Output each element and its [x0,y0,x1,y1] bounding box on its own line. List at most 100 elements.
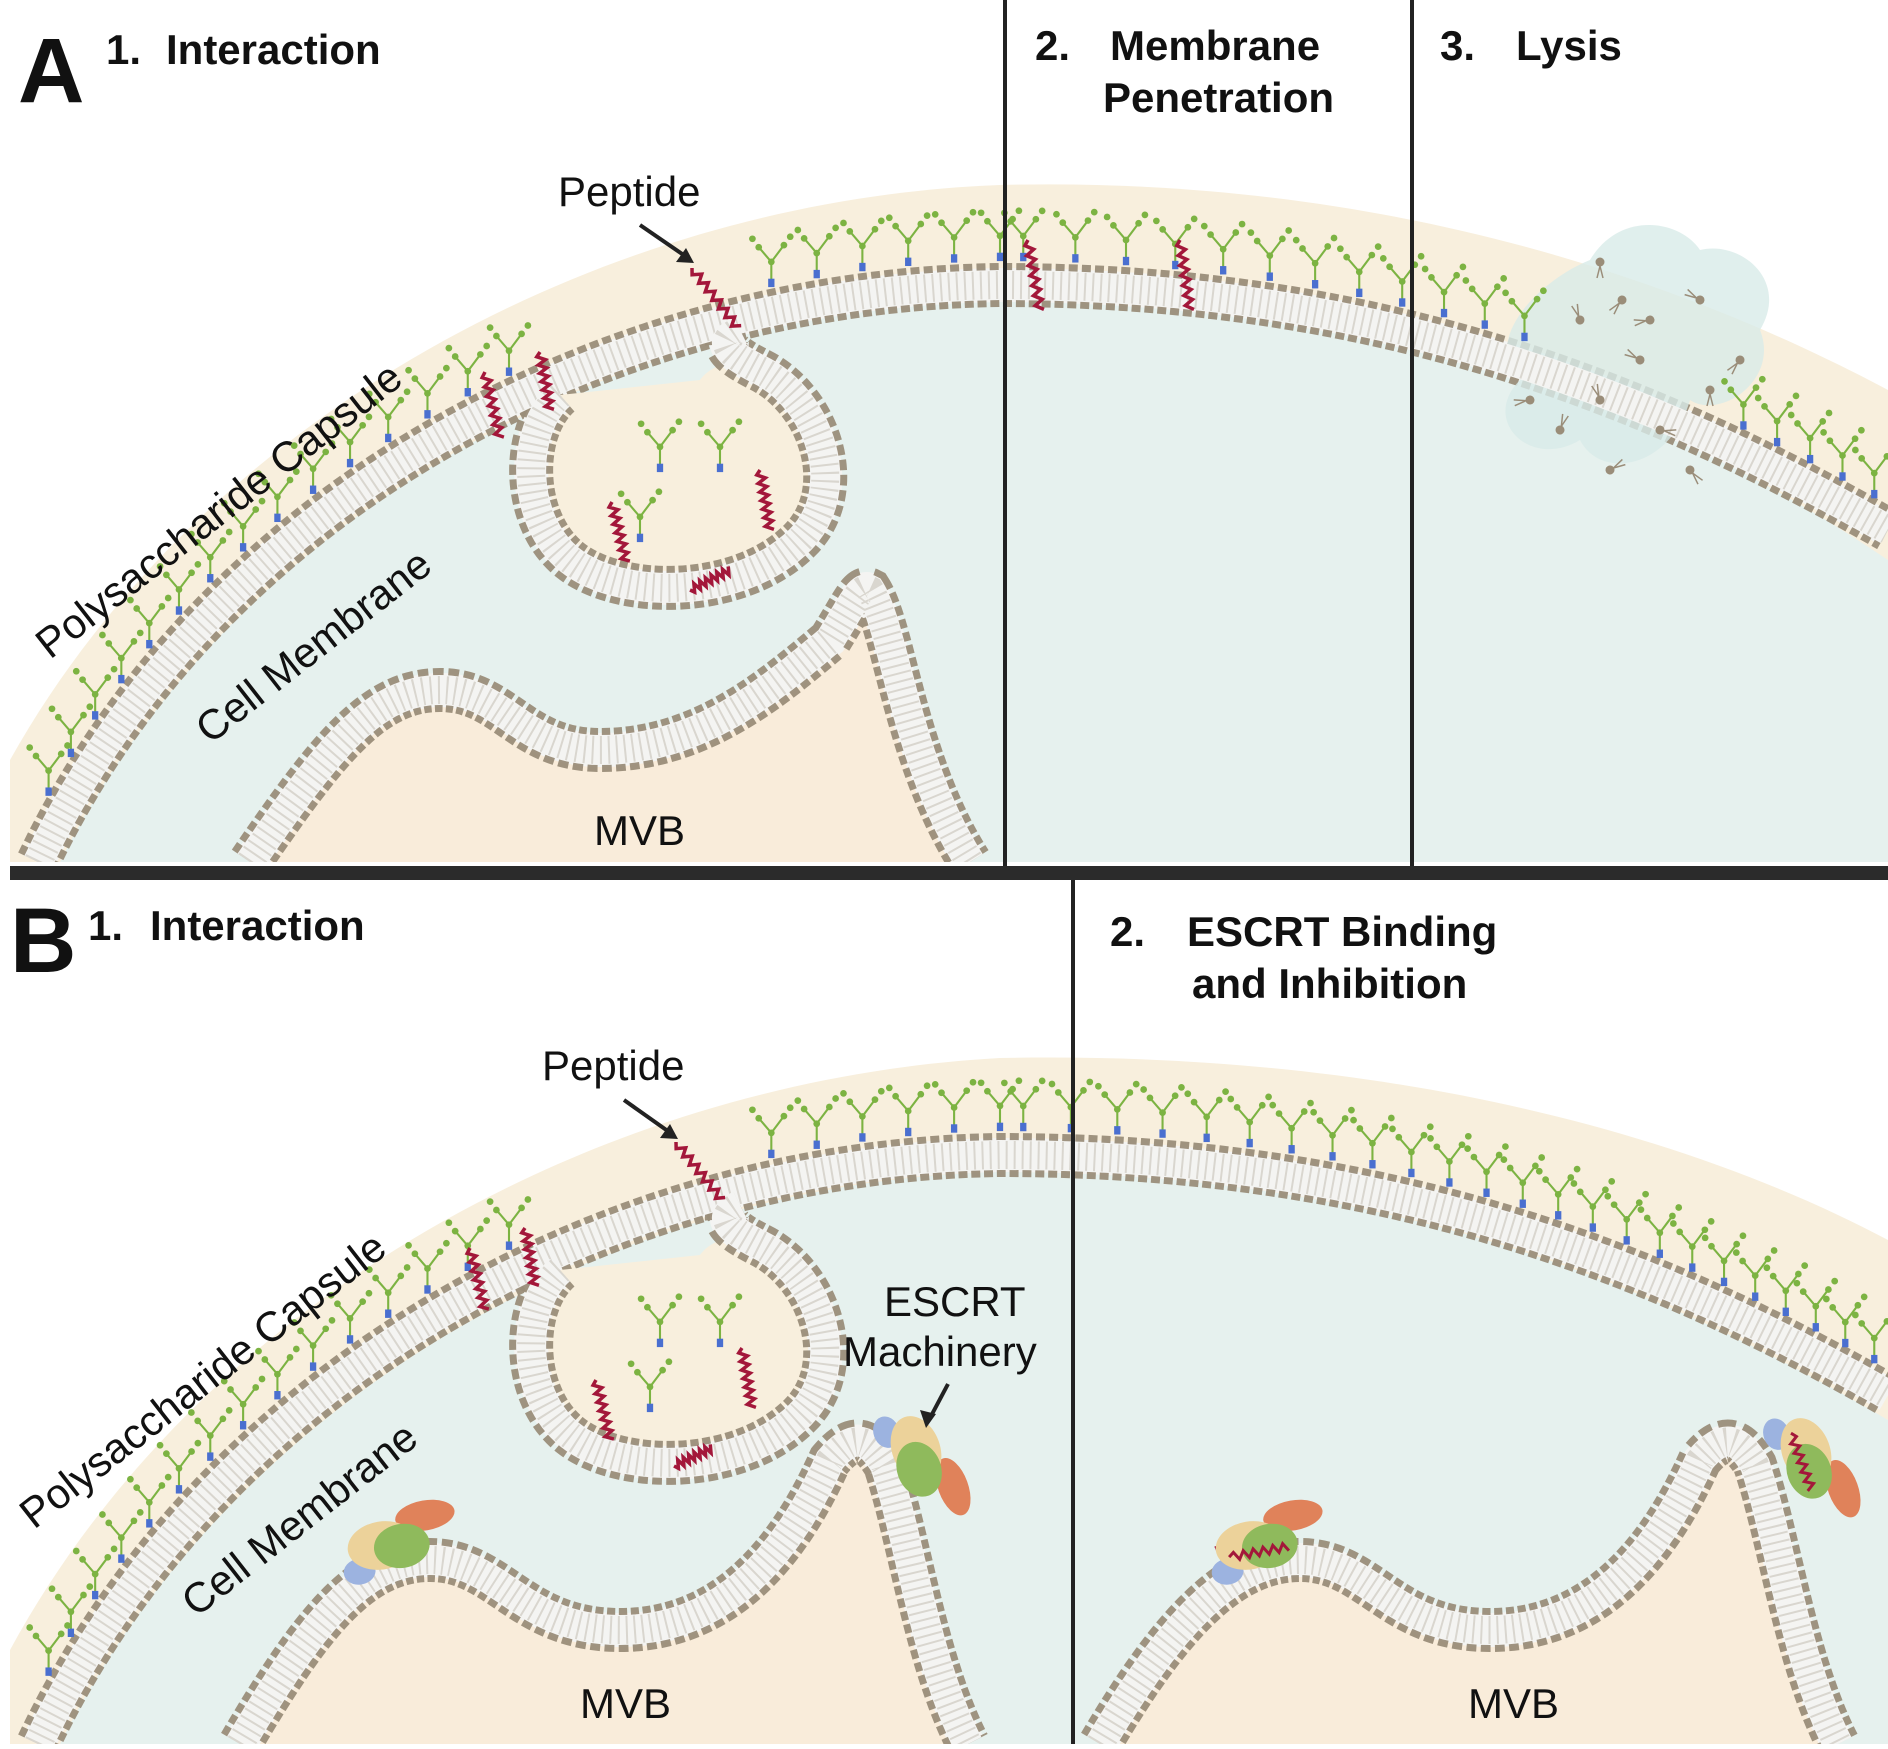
b-step1-number: 1. [88,902,123,949]
b-peptide-arrow [622,1098,674,1136]
membrane-core [227,1426,982,1744]
peptide [479,371,506,439]
glycan-internal [637,1293,683,1348]
glycan [220,1375,266,1430]
glycan [1350,1114,1395,1169]
panel-a-letter: A [18,20,84,122]
b-step2-title-line2: and Inhibition [1192,960,1467,1007]
glycan [365,388,411,443]
glycan [885,212,931,267]
a-step2-title-line2: Penetration [1103,74,1334,121]
membrane-core [1087,1426,1852,1744]
glycan [1535,1165,1581,1220]
a-step3-number: 3. [1440,22,1475,69]
b-mvb-right-label: MVB [1468,1680,1559,1727]
glycan [749,1104,794,1159]
peptide [673,1442,714,1472]
lipid [1595,257,1605,279]
glycan-chains-b [26,1077,1888,1676]
glycan [1095,1080,1140,1135]
b-step2-title-line1: ESCRT Binding [1187,908,1497,955]
glycan [1721,375,1766,430]
b-escrt-arrowhead [920,1410,936,1428]
b-step1-title: Interaction [150,902,365,949]
glycan [885,1082,931,1137]
glycan [1787,409,1833,464]
glycan [327,1289,373,1344]
glycan [1048,1078,1094,1133]
lipid [1633,315,1655,327]
a-step3-title: Lysis [1516,22,1622,69]
bound-peptide [1787,1431,1817,1492]
b-escrt-label-line2: Machinery [843,1328,1037,1375]
escrt-complex-inhibited [1211,1499,1323,1585]
glycan [840,217,885,272]
glycan [794,1095,839,1149]
glycan [840,1087,885,1142]
peptide [736,1347,759,1409]
a-mvb-label: MVB [594,807,685,854]
glycan [794,224,839,279]
b-step2-number: 2. [1110,908,1145,955]
glycan [72,665,118,720]
peptide [534,351,557,411]
b-escrt-arrow [928,1383,950,1419]
glycan [327,413,373,468]
glycan [1637,1204,1683,1258]
glycan [1763,1262,1809,1317]
peptide [674,1141,726,1201]
lysis-cloud [1505,225,1770,464]
b-escrt-label-line1: ESCRT [884,1278,1026,1325]
membrane-tail-lines [517,1192,840,1477]
glycan [99,1509,144,1563]
lipid [1605,458,1626,475]
glycan [156,1439,202,1494]
glycan [1732,1247,1778,1301]
glycan [1670,1218,1715,1272]
lipid [1684,288,1705,305]
glycan [1701,1232,1747,1287]
glycan [486,322,532,376]
escrt-complexes [343,1416,1861,1585]
mvb-lumen [260,598,960,862]
glycan [1053,208,1098,263]
lipid [1655,425,1677,437]
glycan [1464,1143,1509,1197]
glycan [220,497,266,552]
glycan [405,364,450,419]
a-peptide-arrowhead [676,248,694,263]
b-peptide-label: Peptide [542,1042,684,1089]
glycan [405,1239,450,1294]
lipid [1571,303,1585,325]
panel-b: B 1. Interaction 2. ESCRT Binding and In… [10,880,1888,1744]
glycan [255,468,300,523]
glycan [1269,1099,1314,1154]
glycan [1570,1178,1616,1232]
peptide [464,1247,491,1311]
glycan [127,594,172,649]
peptide [590,1379,616,1441]
glycan [1852,446,1888,499]
glycan [1820,426,1865,481]
glycan [445,342,491,397]
glycan [99,629,144,684]
glycan [26,1622,71,1676]
glycan [1103,211,1149,266]
glycan [48,1583,94,1637]
peptide [519,1227,542,1287]
glycan [931,208,977,263]
b-peptide-arrowhead [660,1124,678,1139]
glycan [365,1264,411,1318]
lipid [1608,295,1627,315]
a-step1-title: Interaction [166,26,381,73]
glycan [1247,227,1293,281]
glycan [48,703,94,758]
glycan [1793,1277,1839,1332]
escrt-complex-inhibited [1763,1418,1861,1518]
glycan [1502,287,1547,342]
glycan [1754,392,1800,447]
glycan [1227,1093,1272,1148]
lipid [1705,385,1715,407]
